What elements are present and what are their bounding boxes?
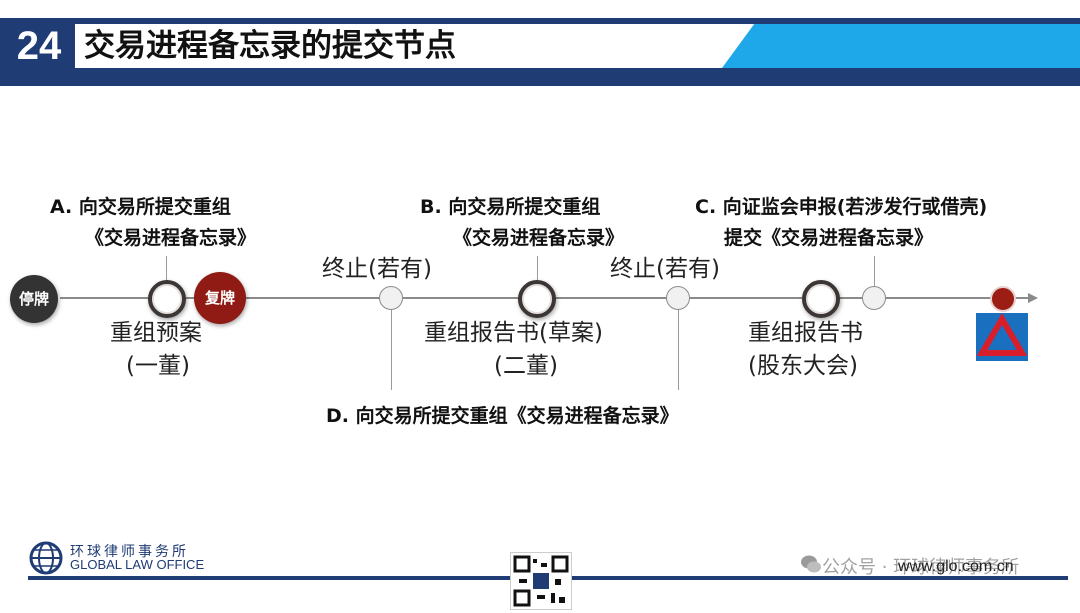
firm-name-cn: 环球律师事务所 (70, 544, 189, 560)
title-panel (75, 24, 775, 68)
stage2-sublabel: (二董) (494, 353, 558, 379)
note-b-line1: B. 向交易所提交重组 (420, 196, 601, 218)
connector-d2 (678, 308, 679, 390)
stage2-label: 重组报告书(草案) (424, 320, 603, 346)
connector-c (874, 256, 875, 286)
terminate-label-1: 终止(若有) (322, 256, 432, 282)
end-node (990, 286, 1016, 312)
firm-name-en: GLOBAL LAW OFFICE (70, 557, 205, 572)
stage-node-3 (802, 280, 840, 318)
globe-logo-icon (28, 540, 64, 576)
qr-code-icon (510, 552, 572, 610)
wechat-icon (800, 553, 822, 575)
stage-node-1 (148, 280, 186, 318)
website-url: www.glo.com.cn (898, 558, 1014, 575)
suspension-node: 停牌 (10, 275, 58, 323)
page-title: 交易进程备忘录的提交节点 (84, 28, 456, 64)
connector-a (166, 256, 167, 282)
node-c (862, 286, 886, 310)
arrow-right-icon (1028, 293, 1038, 303)
note-c-line2: 提交《交易进程备忘录》 (724, 227, 934, 249)
stage1-sublabel: (一董) (126, 353, 190, 379)
connector-b (537, 256, 538, 282)
note-a-line2: 《交易进程备忘录》 (85, 227, 257, 249)
note-a-line1: A. 向交易所提交重组 (50, 196, 231, 218)
terminate-node-1 (379, 286, 403, 310)
stage1-label: 重组预案 (110, 320, 202, 346)
stage3-sublabel: (股东大会) (748, 353, 858, 379)
note-c-line1: C. 向证监会申报(若涉发行或借壳) (695, 196, 988, 218)
terminate-label-2: 终止(若有) (610, 256, 720, 282)
terminate-node-2 (666, 286, 690, 310)
exchange-logo-icon (976, 313, 1028, 361)
resumption-node: 复牌 (194, 272, 246, 324)
note-b-line2: 《交易进程备忘录》 (453, 227, 625, 249)
note-d: D. 向交易所提交重组《交易进程备忘录》 (326, 405, 679, 427)
stage3-label: 重组报告书 (748, 320, 863, 346)
title-accent (722, 24, 1080, 68)
connector-d1 (391, 308, 392, 390)
slide-number: 24 (16, 24, 62, 68)
stage-node-2 (518, 280, 556, 318)
watermark-text: 公众号 · 环球律师事务所 (822, 557, 1020, 578)
